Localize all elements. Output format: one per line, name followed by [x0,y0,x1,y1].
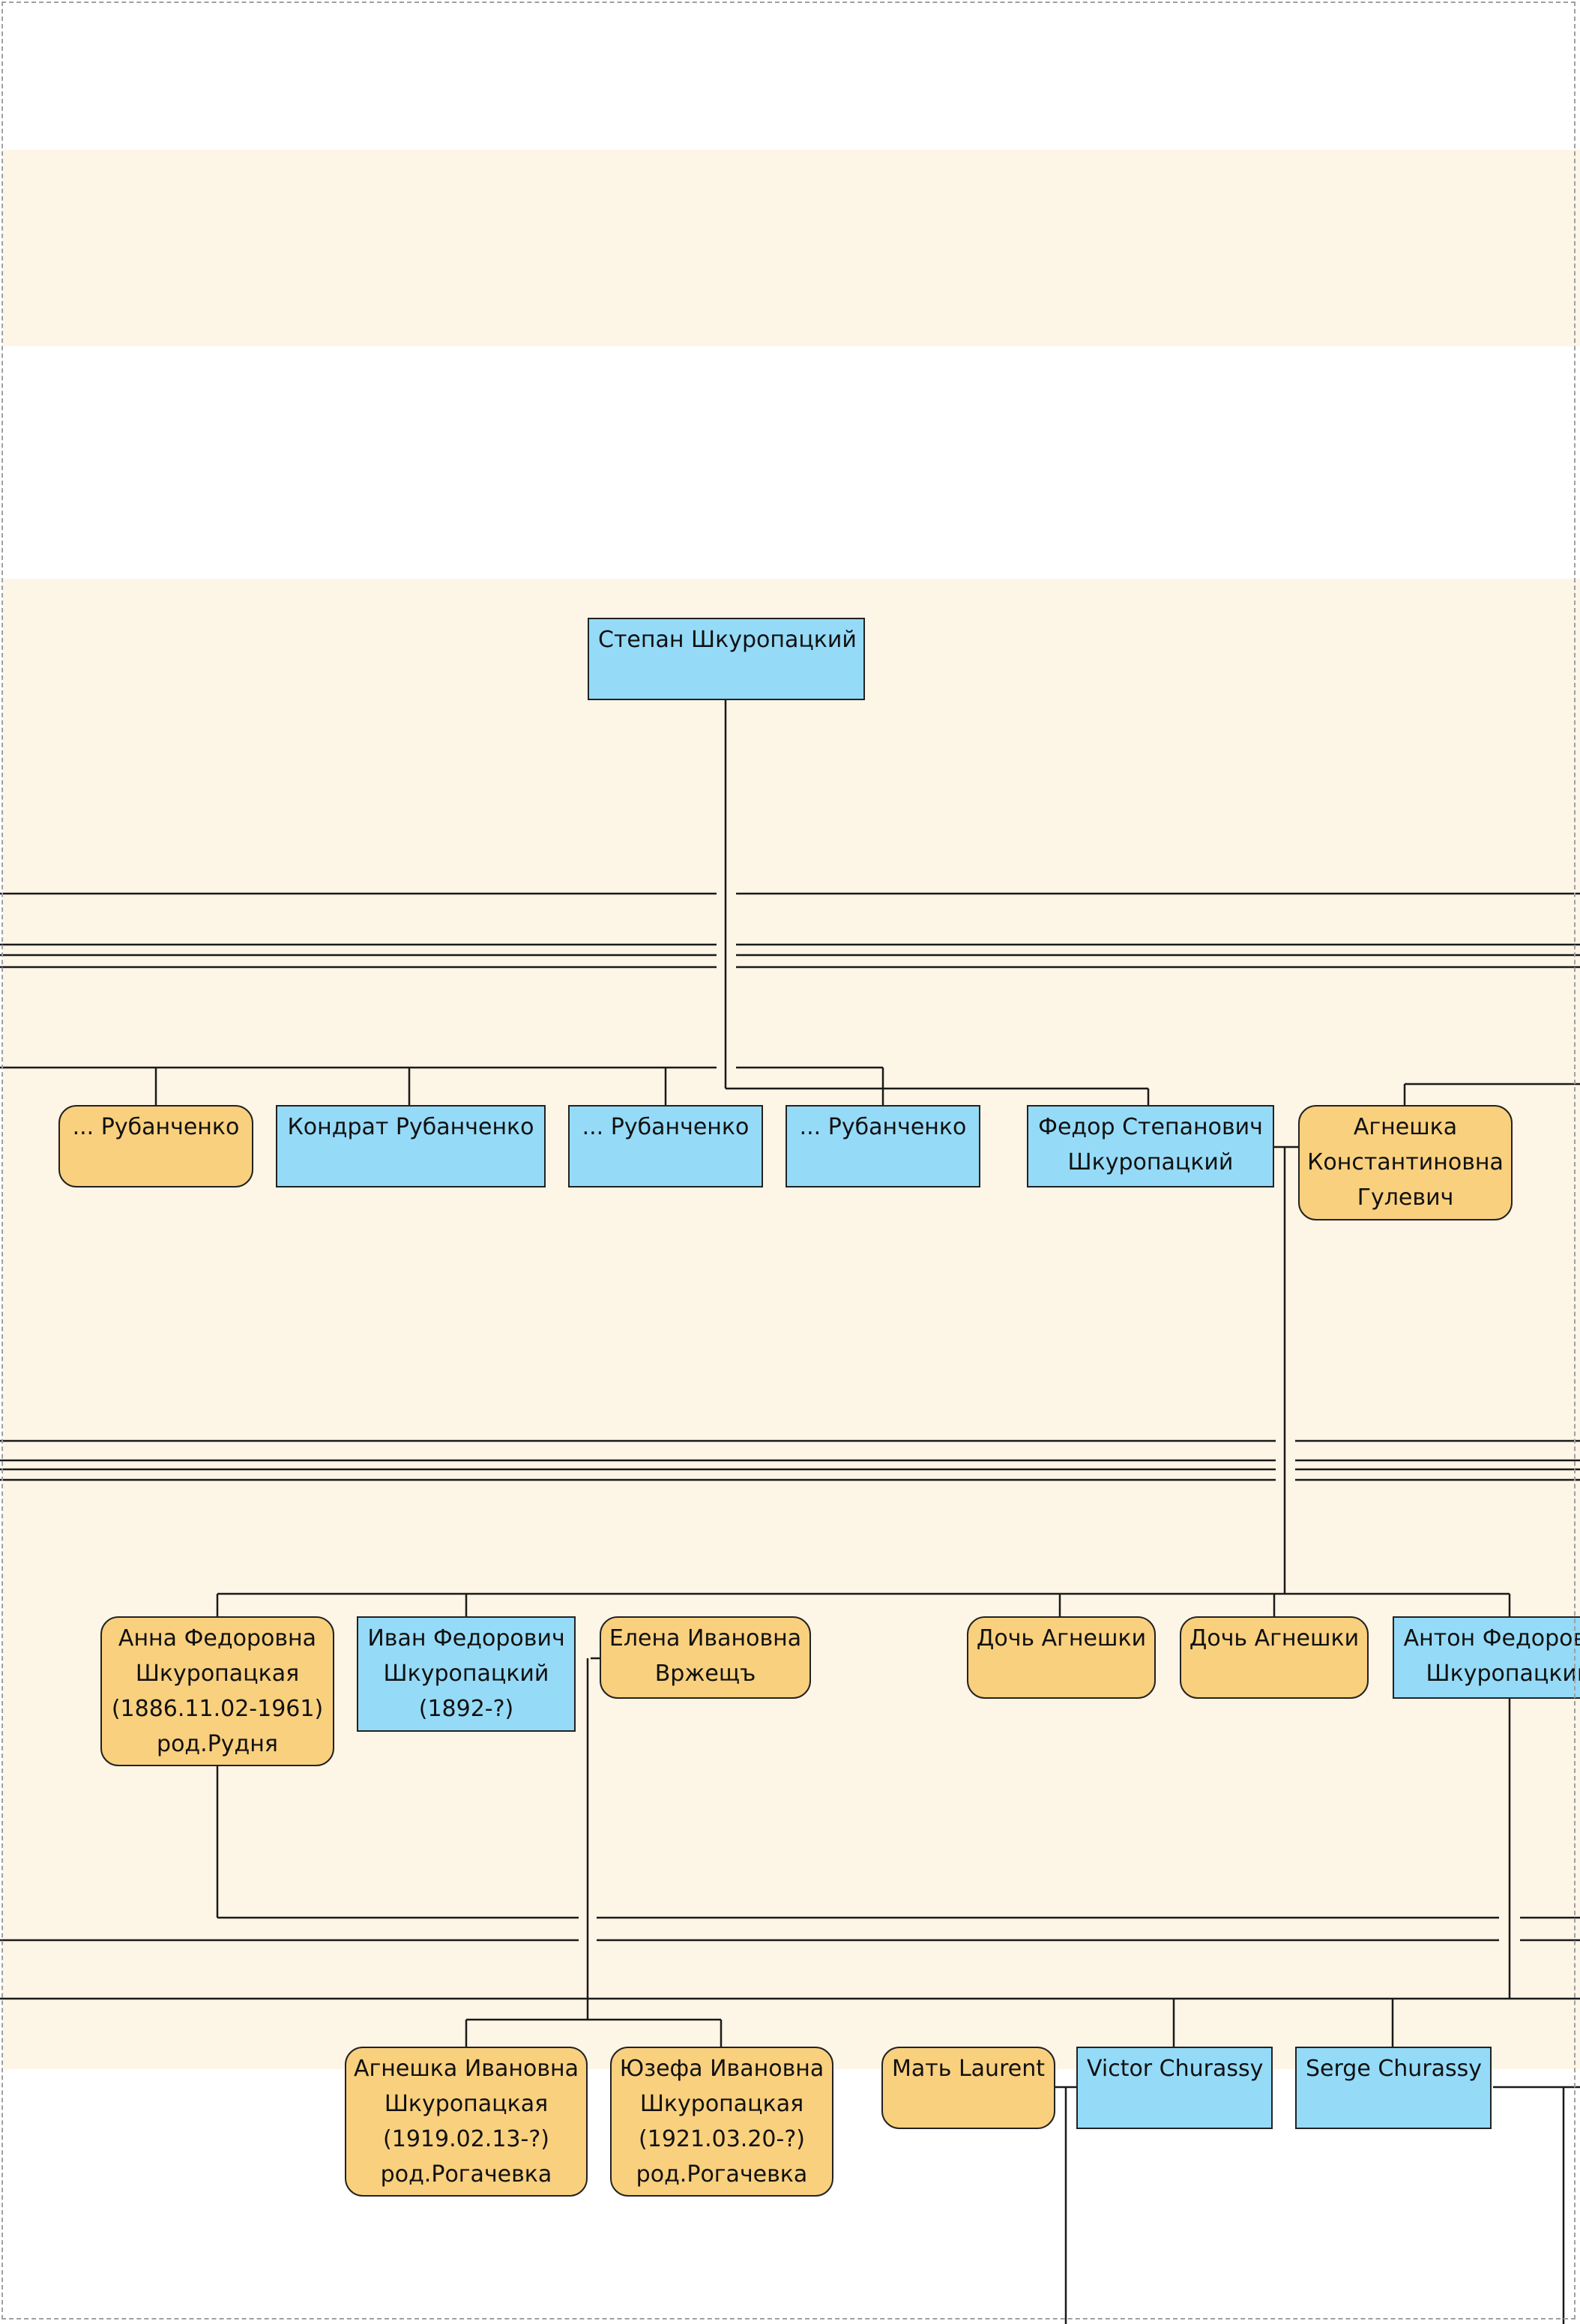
person-name-line: Шкуропацкий [1067,1149,1234,1175]
generation-band-2 [3,579,1580,2069]
person-name-line: Шкуропацкая [135,1661,300,1687]
generation-band-1 [3,150,1580,346]
person-name-line: Шкуропацкий [383,1661,549,1687]
person-name-line: Дочь Агнешки [1189,1625,1360,1652]
person-name-line: ... Рубанченко [582,1114,750,1140]
person-name-line: Victor Churassy [1087,2056,1264,2082]
person-name-line: род.Рогачевка [636,2161,808,2188]
person-name-line: (1892-?) [418,1696,514,1722]
person-serge-churassy[interactable]: Serge Churassy [1295,2047,1492,2129]
person-stepan-shkuropatsky[interactable]: Степан Шкуропацкий [588,618,865,700]
person-rubanchenko-3[interactable]: ... Рубанченко [568,1105,763,1187]
person-name-line: Кондрат Рубанченко [287,1114,534,1140]
person-mat-laurent[interactable]: Мать Laurent [881,2047,1055,2129]
person-name-line: Агнешка Ивановна [354,2056,579,2082]
person-name-line: Константиновна [1307,1149,1504,1175]
person-name-line: Иван Федорович [367,1625,565,1652]
person-name-line: Мать Laurent [892,2056,1045,2082]
person-name-line: (1921.03.20-?) [639,2126,805,2152]
person-name-line: (1886.11.02-1961) [111,1696,324,1722]
person-name-line: Дочь Агнешки [976,1625,1147,1652]
person-name-line: Шкуропацкий [1426,1661,1580,1687]
person-name-line: Гулевич [1357,1184,1454,1211]
person-rubanchenko-1[interactable]: ... Рубанченко [58,1105,253,1187]
person-name-line: Юзефа Ивановна [619,2056,824,2082]
person-name-line: ... Рубанченко [799,1114,967,1140]
person-name-line: (1919.02.13-?) [383,2126,549,2152]
person-rubanchenko-4[interactable]: ... Рубанченко [786,1105,980,1187]
person-name-line: Шкуропацкая [639,2091,804,2117]
person-doch-agneshki-2[interactable]: Дочь Агнешки [1180,1616,1369,1699]
person-name-line: Вржещъ [654,1661,756,1687]
person-name-line: Федор Степанович [1038,1114,1263,1140]
person-doch-agneshki-1[interactable]: Дочь Агнешки [967,1616,1156,1699]
person-name-line: Елена Ивановна [609,1625,802,1652]
person-victor-churassy[interactable]: Victor Churassy [1076,2047,1273,2129]
person-name-line: род.Рогачевка [380,2161,552,2188]
person-name-line: Шкуропацкая [384,2091,549,2117]
person-name-line: Антон Федорович [1403,1625,1580,1652]
person-name-line: Serge Churassy [1306,2056,1483,2082]
person-name-line: Степан Шкуропацкий [598,627,857,653]
person-name-line: Агнешка [1353,1114,1458,1140]
person-kondrat-rubanchenko[interactable]: Кондрат Рубанченко [276,1105,546,1187]
person-name-line: ... Рубанченко [72,1114,240,1140]
person-name-line: Анна Федоровна [118,1625,317,1652]
person-name-line: род.Рудня [157,1731,278,1757]
